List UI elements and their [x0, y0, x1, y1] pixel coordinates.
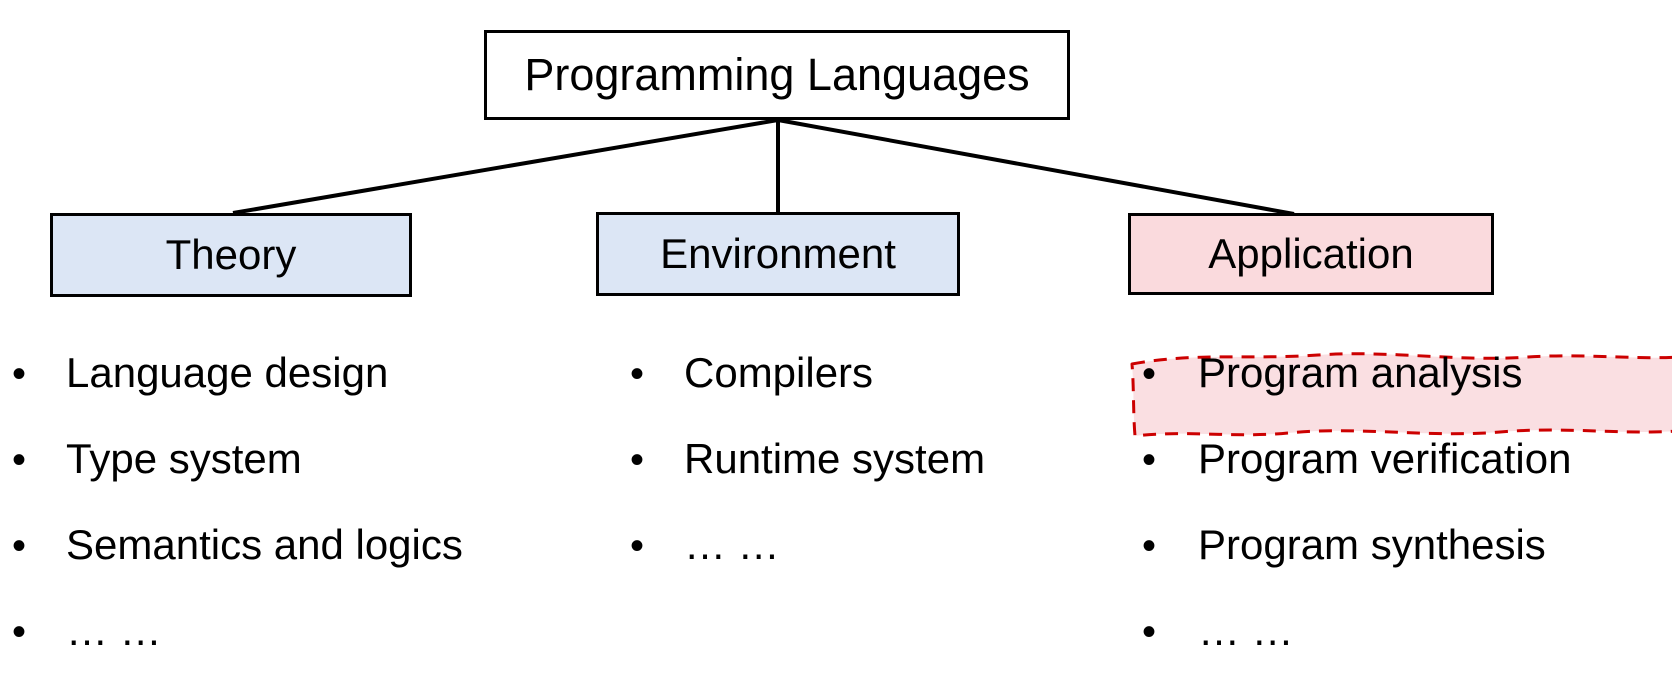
list-item-label: Semantics and logics: [66, 521, 463, 568]
list-item[interactable]: • Program verification: [1080, 438, 1672, 524]
node-programming-languages[interactable]: Programming Languages: [484, 30, 1070, 120]
node-application[interactable]: Application: [1128, 213, 1494, 295]
node-root-label: Programming Languages: [524, 49, 1030, 101]
list-item-label: … …: [66, 607, 162, 654]
list-item[interactable]: • … …: [0, 610, 560, 690]
edge-root-to-theory: [232, 118, 779, 215]
list-item-label: Type system: [66, 435, 302, 482]
list-application: • Program analysis • Program verificatio…: [1080, 352, 1672, 690]
list-item-label: Program synthesis: [1198, 521, 1546, 568]
bullet-icon: •: [1141, 438, 1156, 482]
list-item[interactable]: • Compilers: [566, 352, 1086, 438]
node-environment-label: Environment: [660, 229, 896, 277]
list-item-label: Program verification: [1198, 435, 1572, 482]
bullet-icon: •: [11, 438, 26, 482]
list-item-label: Compilers: [684, 349, 874, 396]
bullet-icon: •: [1141, 610, 1156, 654]
node-theory-label: Theory: [165, 230, 297, 278]
list-item[interactable]: • Runtime system: [566, 438, 1086, 524]
bullet-icon: •: [11, 610, 26, 654]
list-item-label: Language design: [66, 349, 389, 396]
list-item-label: Runtime system: [684, 435, 986, 482]
bullet-icon: •: [1141, 352, 1156, 396]
bullet-icon: •: [629, 352, 644, 396]
list-item[interactable]: • … …: [1080, 610, 1672, 690]
bullet-icon: •: [11, 352, 26, 396]
list-item[interactable]: • … …: [566, 524, 1086, 610]
list-item[interactable]: • Program synthesis: [1080, 524, 1672, 610]
list-item-label: Program analysis: [1198, 349, 1523, 396]
node-environment[interactable]: Environment: [596, 212, 960, 296]
bullet-icon: •: [1141, 524, 1156, 568]
bullet-icon: •: [11, 524, 26, 568]
list-item-label: … …: [1198, 607, 1294, 654]
list-item[interactable]: • Semantics and logics: [0, 524, 560, 610]
list-item-highlighted[interactable]: • Program analysis: [1080, 352, 1672, 438]
list-item[interactable]: • Language design: [0, 352, 560, 438]
list-item[interactable]: • Type system: [0, 438, 560, 524]
bullet-icon: •: [629, 438, 644, 482]
node-theory[interactable]: Theory: [50, 213, 412, 297]
edge-root-to-application: [777, 118, 1295, 216]
list-environment: • Compilers • Runtime system • … …: [566, 352, 1086, 610]
node-application-label: Application: [1208, 229, 1414, 277]
list-item-label: … …: [684, 521, 780, 568]
bullet-icon: •: [629, 524, 644, 568]
list-theory: • Language design • Type system • Semant…: [0, 352, 560, 690]
